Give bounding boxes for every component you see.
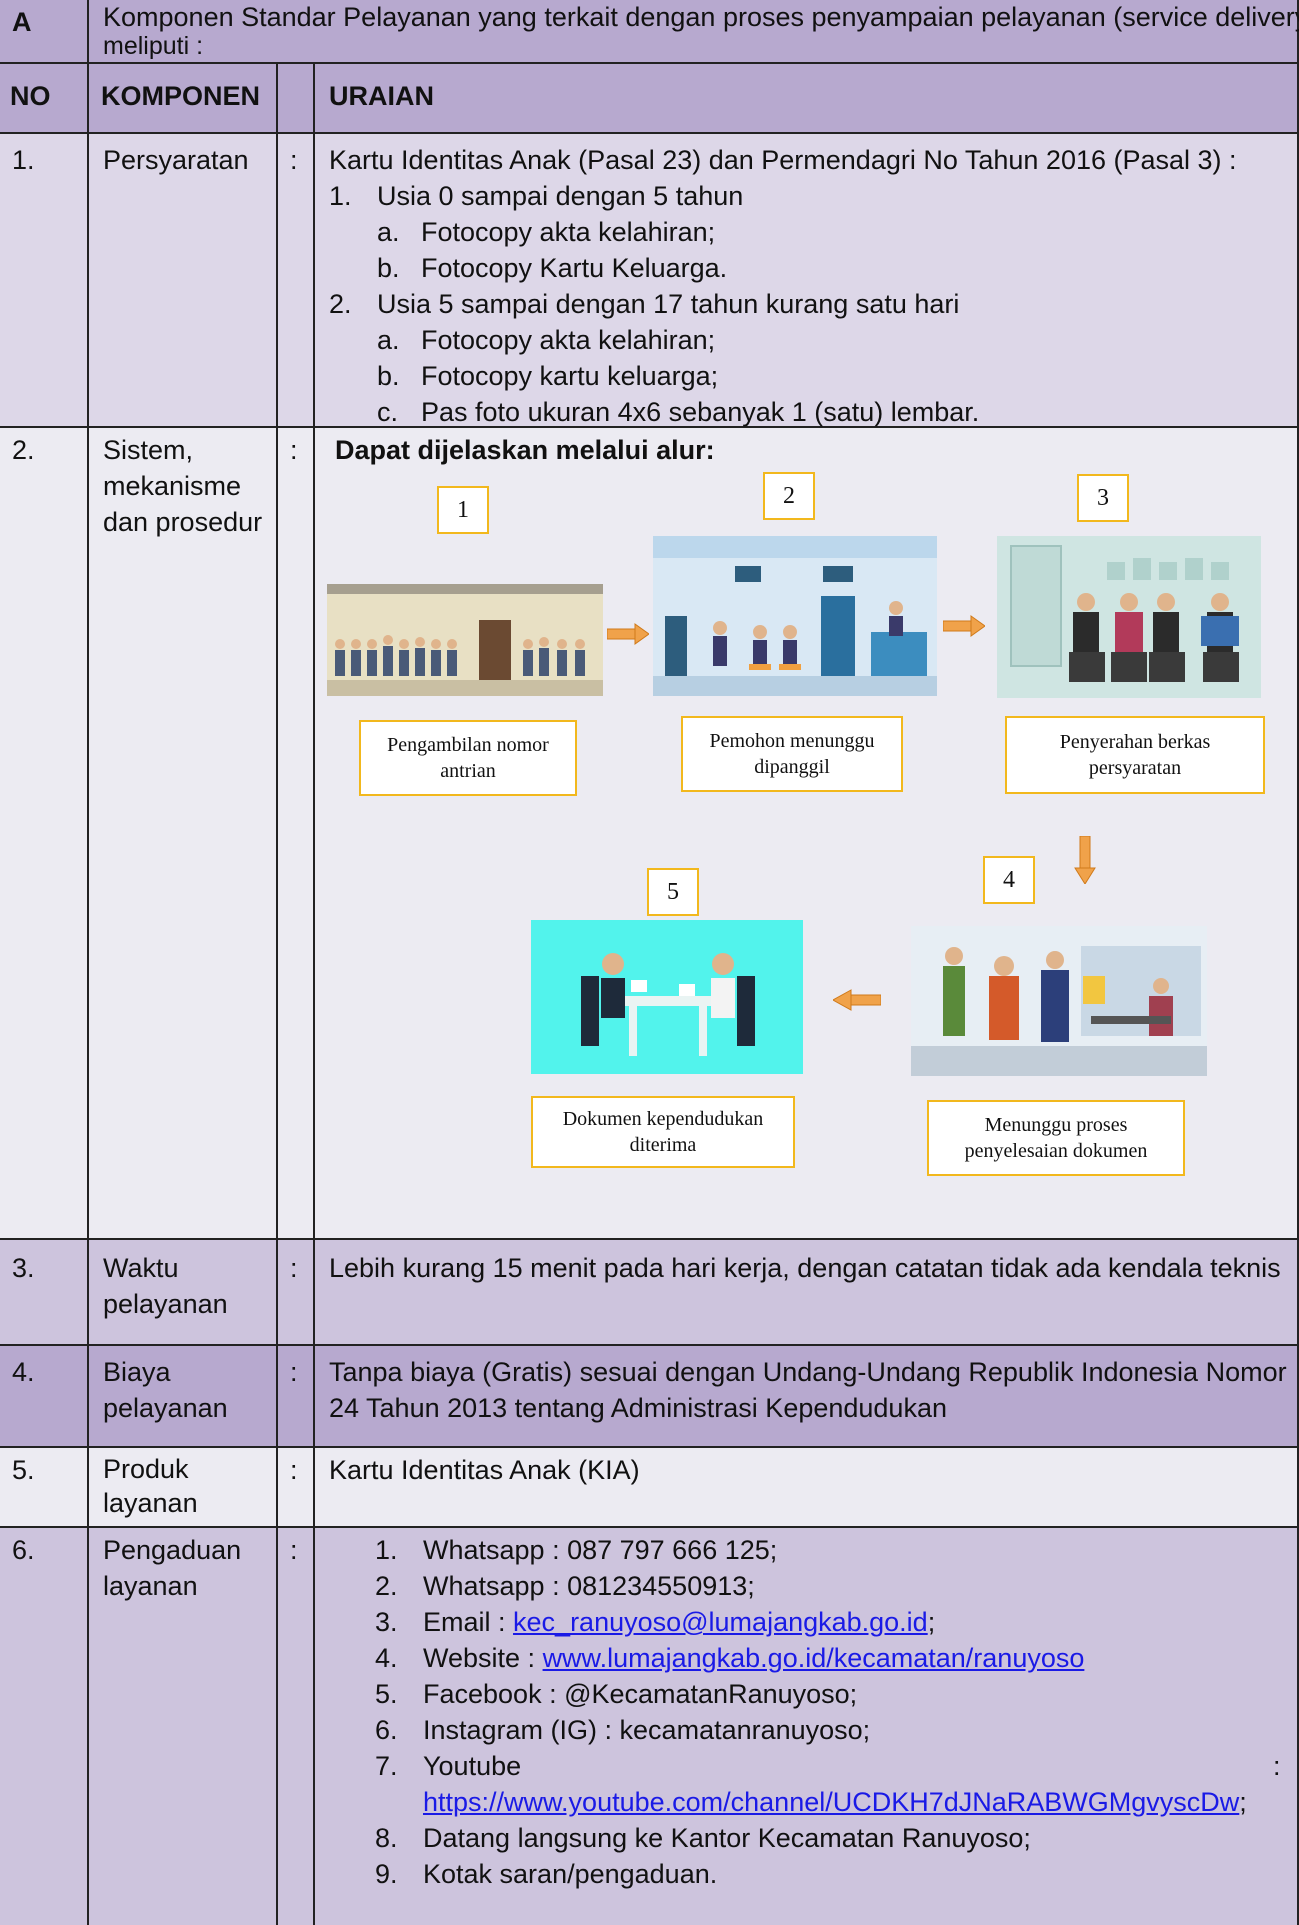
component-name: Pengaduan (103, 1535, 242, 1565)
colon: : (290, 435, 298, 465)
component-name: dan prosedur (103, 507, 263, 537)
complaint-channels-list: 1.Whatsapp : 087 797 666 125; 2.Whatsapp… (313, 1528, 1299, 1925)
colon: : (290, 1253, 298, 1283)
section-title-cont: meliputi : (103, 32, 204, 60)
colon: : (290, 1535, 298, 1565)
list-item: 7.Youtube (375, 1751, 522, 1781)
row-number: 4. (12, 1357, 35, 1387)
list-item: 6.Instagram (IG) : kecamatanranuyoso; (375, 1715, 871, 1745)
arrow-down-icon (1074, 836, 1096, 884)
component-name: pelayanan (103, 1289, 228, 1319)
waiting-room-illustration (653, 536, 937, 696)
youtube-link[interactable]: https://www.youtube.com/channel/UCDKH7dJ… (423, 1787, 1240, 1817)
colon: : (290, 1357, 298, 1387)
step-number-1: 1 (437, 486, 489, 534)
colon: : (290, 145, 298, 175)
list-item: b.Fotocopy kartu keluarga; (377, 361, 719, 391)
arrow-right-icon (943, 615, 985, 637)
list-item: 3.Email : kec_ranuyoso@lumajangkab.go.id… (375, 1607, 936, 1637)
header-komponen: KOMPONEN (101, 81, 261, 111)
list-item: 5.Facebook : @KecamatanRanuyoso; (375, 1679, 858, 1709)
section-a-row: A Komponen Standar Pelayanan yang terkai… (0, 0, 1299, 64)
row-persyaratan: 1. Persyaratan : Kartu Identitas Anak (P… (0, 134, 1299, 428)
step-number-2: 2 (763, 472, 815, 520)
document-received-illustration (531, 920, 803, 1074)
flow-intro: Dapat dijelaskan melalui alur: (335, 435, 715, 465)
component-name: pelayanan (103, 1393, 228, 1423)
requirements-intro: Kartu Identitas Anak (Pasal 23) dan Perm… (329, 145, 1237, 175)
document-submission-illustration (997, 536, 1261, 698)
list-item: b.Fotocopy Kartu Keluarga. (377, 253, 728, 283)
email-link[interactable]: kec_ranuyoso@lumajangkab.go.id (513, 1607, 928, 1637)
section-letter: A (12, 7, 32, 37)
step-number-3: 3 (1077, 474, 1129, 522)
list-item: 8.Datang langsung ke Kantor Kecamatan Ra… (375, 1823, 1031, 1853)
service-cost-text: Tanpa biaya (Gratis) sesuai dengan Undan… (329, 1357, 1287, 1387)
step-number-4: 4 (983, 856, 1035, 904)
service-time-text: Lebih kurang 15 menit pada hari kerja, d… (329, 1253, 1281, 1283)
list-item: 2.Whatsapp : 081234550913; (375, 1571, 755, 1601)
component-name: Produk (103, 1454, 189, 1484)
arrow-right-icon (607, 623, 649, 645)
column-header-row: NO KOMPONEN URAIAN (0, 64, 1299, 134)
component-name: Persyaratan (103, 145, 249, 175)
list-item: 4.Website : www.lumajangkab.go.id/kecama… (375, 1643, 1085, 1673)
list-item: 2.Usia 5 sampai dengan 17 tahun kurang s… (329, 289, 960, 319)
website-link[interactable]: www.lumajangkab.go.id/kecamatan/ranuyoso (542, 1643, 1085, 1673)
list-item: 1.Whatsapp : 087 797 666 125; (375, 1535, 778, 1565)
row-pengaduan: 6. Pengaduan layanan : 1.Whatsapp : 087 … (0, 1528, 1299, 1925)
component-name: Sistem, (103, 435, 194, 465)
row-number: 2. (12, 435, 35, 465)
row-prosedur: 2. Sistem, mekanisme dan prosedur : Dapa… (0, 428, 1299, 1240)
component-name: Waktu (103, 1253, 179, 1283)
list-item: 1.Usia 0 sampai dengan 5 tahun (329, 181, 744, 211)
row-number: 5. (12, 1455, 35, 1485)
service-product-text: Kartu Identitas Anak (KIA) (329, 1455, 640, 1485)
list-item: 9.Kotak saran/pengaduan. (375, 1859, 718, 1889)
row-number: 3. (12, 1253, 35, 1283)
row-waktu: 3. Waktu pelayanan : Lebih kurang 15 men… (0, 1240, 1299, 1346)
component-name: layanan (103, 1488, 198, 1518)
header-no: NO (10, 81, 51, 111)
row-number: 6. (12, 1535, 35, 1565)
component-name: Biaya (103, 1357, 171, 1387)
row-biaya: 4. Biaya pelayanan : Tanpa biaya (Gratis… (0, 1346, 1299, 1448)
step-number-5: 5 (647, 868, 699, 916)
list-item: c.Pas foto ukuran 4x6 sebanyak 1 (satu) … (377, 397, 980, 427)
header-uraian: URAIAN (329, 81, 434, 111)
row-number: 1. (12, 145, 35, 175)
row-produk: 5. Produk layanan : Kartu Identitas Anak… (0, 1448, 1299, 1528)
flow-diagram: Dapat dijelaskan melalui alur: 1 2 3 4 5 (313, 428, 1299, 1238)
component-name: mekanisme (103, 471, 242, 501)
arrow-left-icon (833, 989, 881, 1011)
colon: : (290, 1455, 298, 1485)
service-cost-text: 24 Tahun 2013 tentang Administrasi Kepen… (329, 1393, 947, 1423)
list-item: https://www.youtube.com/channel/UCDKH7dJ… (423, 1787, 1247, 1817)
queue-illustration (327, 584, 603, 696)
section-title: Komponen Standar Pelayanan yang terkait … (103, 2, 1299, 32)
list-item: a.Fotocopy akta kelahiran; (377, 325, 716, 355)
document-processing-illustration (911, 926, 1207, 1076)
youtube-trailing-colon: : (1273, 1751, 1281, 1781)
component-name: layanan (103, 1571, 198, 1601)
list-item: a.Fotocopy akta kelahiran; (377, 217, 716, 247)
